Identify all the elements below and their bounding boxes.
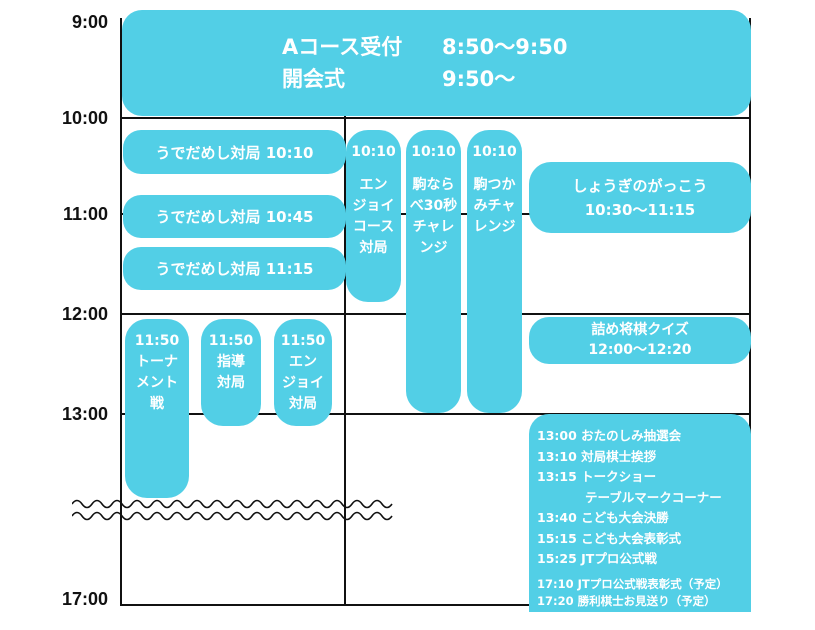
time-label-1300: 13:00	[61, 404, 108, 424]
udedameshi-1010: うでだめし対局 10:10	[123, 130, 346, 174]
grid-line-1700	[120, 604, 751, 606]
reception-time: 8:50〜9:50	[442, 35, 568, 59]
schedule-item: 17:10 JTプロ公式戦表彰式（予定）	[537, 576, 728, 591]
koma-tsukami-time: 10:10	[472, 144, 517, 160]
tsume-shogi-quiz: 詰め将棋クイズ 12:00〜12:20	[529, 317, 751, 364]
koma-narabe-text: 駒なら べ30秒 チャレ ンジ	[409, 177, 458, 256]
grid-line-middle	[344, 18, 346, 606]
shogi-school-title: しょうぎのがっこう	[572, 177, 708, 195]
time-label-1100: 11:00	[62, 204, 108, 224]
tsume-shogi-time: 12:00〜12:20	[588, 342, 692, 358]
enjoy-match: 11:50 エン ジョイ 対局	[274, 319, 332, 426]
shido-match: 11:50 指導 対局	[201, 319, 261, 426]
shogi-school: しょうぎのがっこう 10:30〜11:15	[529, 162, 751, 233]
schedule-item: 15:25 JTプロ公式戦	[537, 551, 657, 566]
enjoy-course-match: 10:10 エン ジョイ コース 対局	[346, 130, 401, 302]
koma-tsukami-text: 駒つか みチャ レンジ	[473, 177, 516, 235]
shido-text: 指導 対局	[217, 354, 245, 391]
opening-ceremony-label: 開会式	[282, 67, 345, 91]
enjoy-text: エン ジョイ 対局	[282, 354, 324, 412]
time-label-1200: 12:00	[61, 304, 108, 324]
grid-line-right	[749, 18, 751, 606]
time-label-1000: 10:00	[61, 108, 108, 128]
schedule-item: テーブルマークコーナー	[585, 489, 722, 505]
time-break-wave-icon	[72, 499, 393, 521]
time-label-0900: 9:00	[71, 12, 108, 32]
shido-time: 11:50	[208, 333, 254, 349]
afternoon-schedule: 13:00 おたのしみ抽選会 13:10 対局棋士挨拶 13:15 トークショー…	[529, 414, 751, 612]
opening-block: Aコース受付 8:50〜9:50 開会式 9:50〜	[122, 10, 751, 116]
schedule-item: 13:15 トークショー	[537, 469, 657, 484]
tournament-text: トーナ メント 戦	[136, 354, 178, 412]
udedameshi-1045: うでだめし対局 10:45	[123, 195, 346, 238]
opening-ceremony-time: 9:50〜	[442, 67, 516, 91]
udedameshi-1115: うでだめし対局 11:15	[123, 247, 346, 290]
schedule-item: 13:10 対局棋士挨拶	[537, 448, 657, 464]
koma-narabe-time: 10:10	[411, 144, 456, 160]
enjoy-course-time: 10:10	[351, 144, 396, 160]
time-label-1700: 17:00	[61, 589, 108, 609]
grid-line-1000	[120, 117, 751, 119]
koma-narabe-challenge: 10:10 駒なら べ30秒 チャレ ンジ	[406, 130, 461, 413]
tournament-time: 11:50	[134, 333, 180, 349]
shogi-school-time: 10:30〜11:15	[584, 201, 696, 219]
enjoy-time: 11:50	[280, 333, 326, 349]
tsume-shogi-title: 詰め将棋クイズ	[591, 322, 689, 338]
reception-label: Aコース受付	[282, 35, 403, 59]
schedule-item: 17:20 勝利棋士お見送り（予定）	[537, 593, 716, 608]
schedule-item: 13:00 おたのしみ抽選会	[537, 428, 682, 443]
tournament-match: 11:50 トーナ メント 戦	[125, 319, 189, 498]
koma-tsukami-challenge: 10:10 駒つか みチャ レンジ	[467, 130, 522, 413]
grid-line-1300	[120, 413, 751, 415]
schedule-item: 13:40 こども大会決勝	[537, 510, 669, 525]
grid-line-left	[120, 18, 122, 606]
schedule-item: 15:15 こども大会表彰式	[537, 530, 682, 546]
enjoy-course-text: エン ジョイ コース 対局	[352, 177, 395, 256]
